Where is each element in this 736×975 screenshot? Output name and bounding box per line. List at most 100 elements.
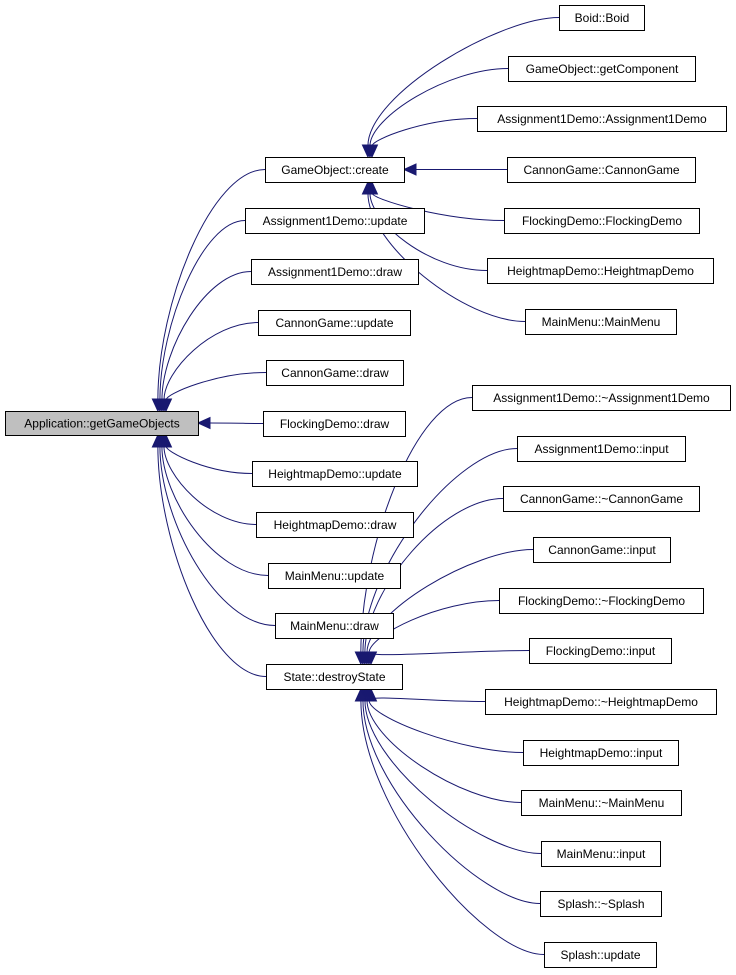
node-box — [541, 841, 661, 867]
edge-a1-update-to-root — [159, 220, 246, 401]
node-label: Application::getGameObjects — [24, 417, 179, 431]
node-cg-update[interactable]: CannonGame::update — [258, 310, 411, 336]
node-mm-update[interactable]: MainMenu::update — [268, 563, 401, 589]
edge-sp-update-to-destroy — [360, 699, 545, 955]
arrowhead — [365, 144, 379, 159]
node-mm-ctor[interactable]: MainMenu::MainMenu — [525, 309, 677, 335]
edge-fd-draw-to-root — [208, 422, 264, 424]
node-boid[interactable]: Boid::Boid — [559, 5, 645, 31]
node-cg-input[interactable]: CannonGame::input — [533, 537, 671, 563]
edge-hm-draw-to-root — [163, 445, 257, 525]
node-label: State::destroyState — [283, 670, 385, 684]
node-a1-update[interactable]: Assignment1Demo::update — [245, 208, 425, 234]
node-label: Splash::update — [560, 948, 640, 962]
node-box — [275, 613, 394, 639]
node-destroy[interactable]: State::destroyState — [266, 664, 403, 690]
node-a1-input[interactable]: Assignment1Demo::input — [517, 436, 686, 462]
node-fd-dtor[interactable]: FlockingDemo::~FlockingDemo — [499, 588, 704, 614]
node-a1-dtor[interactable]: Assignment1Demo::~Assignment1Demo — [472, 385, 731, 411]
node-fd-draw[interactable]: FlockingDemo::draw — [263, 411, 406, 437]
arrowhead — [354, 687, 368, 702]
node-go-create[interactable]: GameObject::create — [265, 157, 405, 183]
node-getcomp[interactable]: GameObject::getComponent — [508, 56, 696, 82]
node-box — [266, 664, 403, 690]
node-cg-draw[interactable]: CannonGame::draw — [266, 360, 404, 386]
node-mm-draw[interactable]: MainMenu::draw — [275, 613, 394, 639]
arrowhead — [196, 416, 211, 430]
node-label: CannonGame::update — [275, 316, 393, 330]
node-box — [252, 461, 418, 487]
node-label: MainMenu::input — [557, 847, 646, 861]
node-hm-update[interactable]: HeightmapDemo::update — [252, 461, 418, 487]
node-label: HeightmapDemo::~HeightmapDemo — [504, 695, 698, 709]
node-root[interactable]: Application::getGameObjects — [5, 411, 199, 436]
node-box — [525, 309, 677, 335]
node-box — [256, 512, 414, 538]
edge-hm-ctor-to-go-create — [369, 192, 488, 271]
node-label: HeightmapDemo::input — [540, 746, 663, 760]
node-label: Boid::Boid — [575, 11, 630, 25]
node-label: HeightmapDemo::draw — [274, 518, 397, 532]
node-label: Assignment1Demo::Assignment1Demo — [497, 112, 707, 126]
node-a1-draw[interactable]: Assignment1Demo::draw — [251, 259, 419, 285]
node-label: FlockingDemo::draw — [280, 417, 390, 431]
node-label: CannonGame::input — [548, 543, 656, 557]
edge-fd-dtor-to-destroy — [368, 600, 500, 654]
node-box — [559, 5, 645, 31]
node-label: FlockingDemo::FlockingDemo — [522, 214, 682, 228]
node-cg-ctor[interactable]: CannonGame::CannonGame — [507, 157, 696, 183]
node-box — [258, 310, 411, 336]
node-label: FlockingDemo::input — [546, 644, 656, 658]
node-label: GameObject::getComponent — [526, 62, 679, 76]
edge-go-create-to-root — [157, 169, 266, 401]
node-box — [266, 360, 404, 386]
node-hm-input[interactable]: HeightmapDemo::input — [523, 740, 679, 766]
edge-mm-dtor-to-destroy — [366, 699, 522, 803]
node-cg-dtor[interactable]: CannonGame::~CannonGame — [503, 486, 700, 512]
node-fd-input[interactable]: FlockingDemo::input — [529, 638, 672, 664]
node-label: Assignment1Demo::input — [534, 442, 669, 456]
node-box — [523, 740, 679, 766]
node-box — [517, 436, 686, 462]
edge-sp-dtor-to-destroy — [362, 699, 541, 904]
node-box — [268, 563, 401, 589]
node-label: MainMenu::~MainMenu — [539, 796, 665, 810]
node-hm-dtor[interactable]: HeightmapDemo::~HeightmapDemo — [485, 689, 717, 715]
node-hm-draw[interactable]: HeightmapDemo::draw — [256, 512, 414, 538]
arrowhead — [361, 180, 375, 195]
node-sp-dtor[interactable]: Splash::~Splash — [540, 891, 662, 917]
node-label: MainMenu::update — [285, 569, 385, 583]
edge-cg-draw-to-root — [165, 372, 267, 401]
node-label: MainMenu::draw — [290, 619, 379, 633]
node-label: CannonGame::CannonGame — [523, 163, 679, 177]
node-label: Assignment1Demo::~Assignment1Demo — [493, 391, 710, 405]
node-box — [477, 106, 727, 132]
arrowhead — [402, 163, 417, 176]
node-hm-ctor[interactable]: HeightmapDemo::HeightmapDemo — [487, 258, 714, 284]
edge-destroy-to-root — [157, 445, 267, 677]
node-fd-ctor[interactable]: FlockingDemo::FlockingDemo — [504, 208, 700, 234]
node-label: HeightmapDemo::update — [268, 467, 402, 481]
node-mm-dtor[interactable]: MainMenu::~MainMenu — [521, 790, 682, 816]
node-box — [5, 411, 199, 436]
node-box — [504, 208, 700, 234]
node-box — [265, 157, 405, 183]
node-sp-update[interactable]: Splash::update — [544, 942, 657, 968]
nodes-layer: Application::getGameObjects GameObject::c… — [5, 5, 731, 968]
node-label: FlockingDemo::~FlockingDemo — [518, 594, 685, 608]
node-box — [485, 689, 717, 715]
node-box — [533, 537, 671, 563]
node-box — [521, 790, 682, 816]
node-label: MainMenu::MainMenu — [542, 315, 661, 329]
node-mm-input[interactable]: MainMenu::input — [541, 841, 661, 867]
edge-cg-update-to-root — [163, 322, 259, 401]
node-label: GameObject::create — [281, 163, 389, 177]
edge-mm-update-to-root — [161, 445, 269, 576]
node-label: CannonGame::~CannonGame — [520, 492, 683, 506]
node-a1-ctor[interactable]: Assignment1Demo::Assignment1Demo — [477, 106, 727, 132]
edge-mm-draw-to-root — [159, 445, 276, 626]
node-label: Assignment1Demo::draw — [268, 265, 402, 279]
edge-hm-input-to-destroy — [368, 699, 524, 753]
node-label: Splash::~Splash — [557, 897, 644, 911]
